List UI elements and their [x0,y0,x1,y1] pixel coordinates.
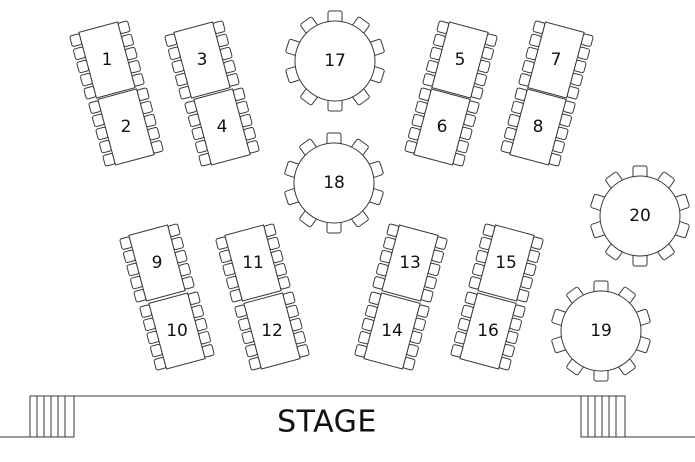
table-15[interactable]: 15 [468,222,544,303]
table-number: 18 [323,173,345,193]
table-14[interactable]: 14 [354,290,430,371]
banquet-table-top [193,88,251,166]
table-number: 14 [381,321,403,341]
table-11[interactable]: 11 [215,222,291,303]
banquet-table-top [459,292,517,370]
table-number: 13 [399,253,421,273]
table-20[interactable]: 20 [590,165,690,267]
table-number: 2 [121,117,132,137]
stage-steps-left [29,395,75,438]
table-number: 17 [324,51,346,71]
table-18[interactable]: 18 [284,132,384,234]
table-number: 16 [477,321,499,341]
banquet-table-top [78,21,136,99]
table-number: 1 [102,50,113,70]
round-table-top [560,290,642,372]
banquet-table-top [224,224,282,302]
banquet-table-top [477,224,535,302]
table-2[interactable]: 2 [88,86,164,167]
stage: STAGE [0,395,695,440]
table-3[interactable]: 3 [164,19,240,100]
table-6[interactable]: 6 [404,86,480,167]
banquet-table-top [431,21,489,99]
stage-label: STAGE [277,405,377,440]
banquet-table-top [97,88,155,166]
banquet-table-top [128,224,186,302]
table-number: 3 [197,50,208,70]
banquet-table-top [173,21,231,99]
table-17[interactable]: 17 [285,10,385,112]
banquet-table-top [381,224,439,302]
banquet-table-top [527,21,585,99]
banquet-table-top [243,292,301,370]
table-19[interactable]: 19 [551,280,651,382]
round-table-top [294,20,376,102]
table-1[interactable]: 1 [69,19,145,100]
table-16[interactable]: 16 [450,290,526,371]
table-number: 6 [437,117,448,137]
banquet-table-top [509,88,567,166]
table-7[interactable]: 7 [518,19,594,100]
table-number: 11 [242,253,264,273]
table-number: 9 [152,253,163,273]
table-number: 20 [629,206,651,226]
table-number: 4 [217,117,228,137]
table-number: 19 [590,321,612,341]
table-number: 12 [261,321,283,341]
table-9[interactable]: 9 [119,222,195,303]
table-4[interactable]: 4 [184,86,260,167]
table-10[interactable]: 10 [139,290,215,371]
table-number: 10 [166,321,188,341]
table-number: 8 [533,117,544,137]
round-table-top [293,142,375,224]
banquet-table-top [363,292,421,370]
table-13[interactable]: 13 [372,222,448,303]
table-number: 5 [455,50,466,70]
stage-steps-right [580,395,626,438]
banquet-table-top [148,292,206,370]
table-12[interactable]: 12 [234,290,310,371]
table-5[interactable]: 5 [422,19,498,100]
banquet-table-top [413,88,471,166]
table-number: 15 [495,253,517,273]
round-table-top [599,175,681,257]
table-number: 7 [551,50,562,70]
table-8[interactable]: 8 [500,86,576,167]
